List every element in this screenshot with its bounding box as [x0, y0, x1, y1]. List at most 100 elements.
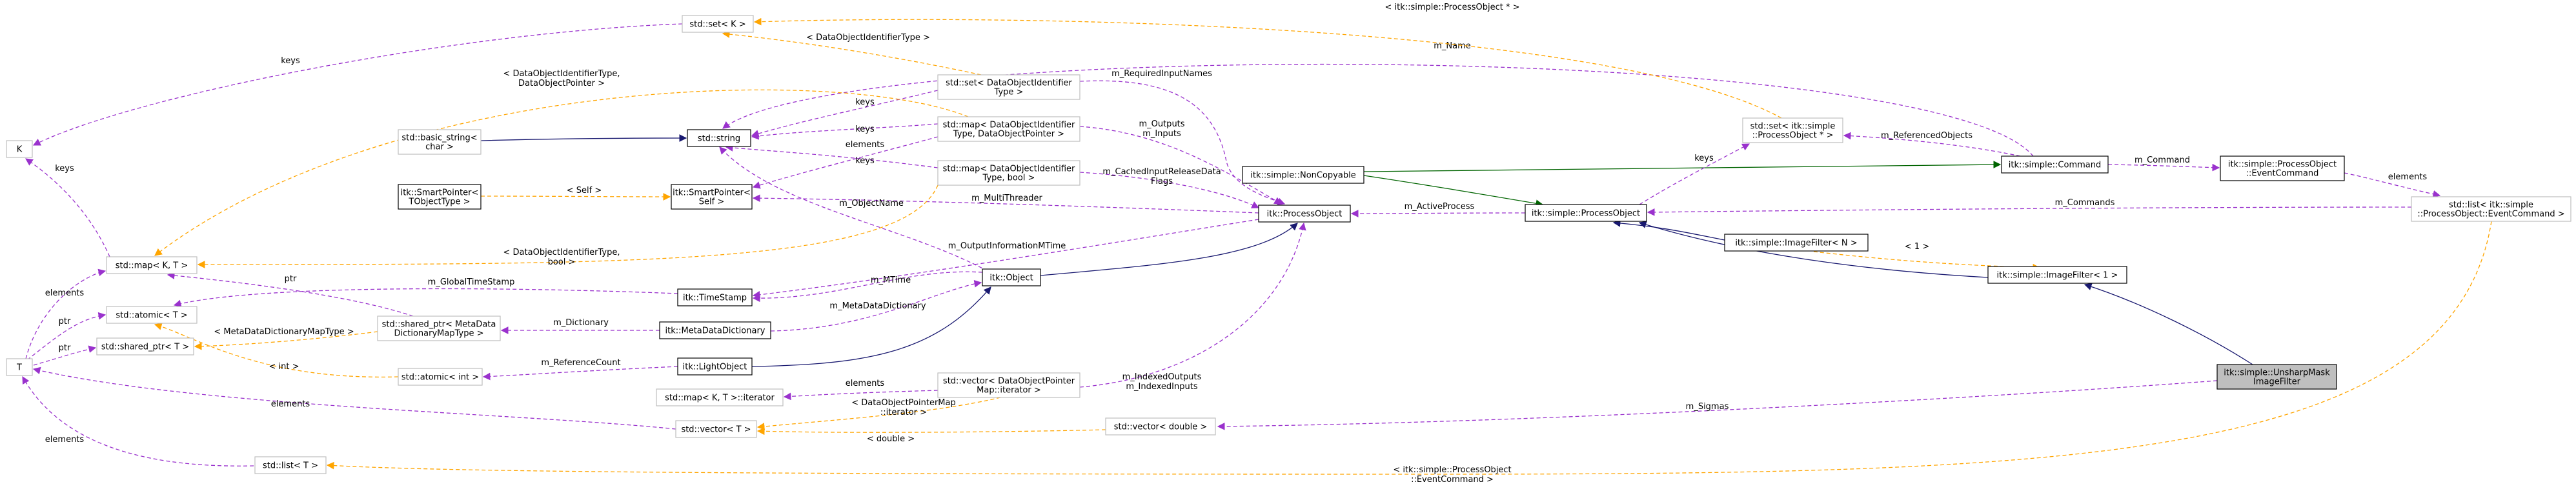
edge-usage	[1647, 206, 2412, 216]
class-node-box	[937, 372, 1080, 398]
edge-label: m_IndexedOutputs	[1122, 372, 1202, 382]
class-node-imgfilter1[interactable]: itk::simple::ImageFilter< 1 >	[1987, 266, 2127, 284]
class-node-box	[6, 358, 33, 376]
class-node-listEvent: std::list< itk::simple::ProcessObject::E…	[2411, 196, 2571, 222]
edge-usage	[752, 271, 983, 303]
edge-inherit	[1638, 221, 1989, 278]
class-node-string[interactable]: std::string	[687, 129, 751, 147]
class-node-label: itk::SmartPointer<	[401, 188, 479, 198]
class-node-box	[675, 420, 757, 438]
class-node-label: Type >	[994, 88, 1024, 97]
edge-usage	[1843, 132, 2021, 157]
edge-label: ptr	[59, 317, 71, 326]
class-node-spSelf[interactable]: itk::SmartPointer<Self >	[671, 184, 753, 210]
edge-label: < Self >	[567, 186, 602, 195]
class-node-label: std::map< DataObjectIdentifier	[943, 121, 1075, 130]
class-node-mapIter: std::map< K, T >::iterator	[656, 388, 784, 406]
class-node-label: itk::Object	[989, 274, 1033, 283]
class-node-label: itk::TimeStamp	[683, 294, 747, 303]
edge-usage	[752, 194, 1259, 214]
class-node-box	[2216, 364, 2337, 390]
edge-label: keys	[855, 125, 875, 134]
edge-label: < MetaDataDictionaryMapType >	[214, 327, 354, 337]
edge-label: m_CachedInputReleaseData	[1102, 167, 1221, 177]
edge-label: m_ReferenceCount	[541, 358, 620, 368]
class-node-metaDict[interactable]: itk::MetaDataDictionary	[659, 321, 771, 339]
class-node-box	[106, 256, 198, 274]
class-node-label: std::set< itk::simple	[1750, 122, 1836, 132]
edge-usage	[783, 390, 938, 401]
class-node-atomicInt: std::atomic< int >	[398, 368, 483, 386]
edge-usage	[751, 90, 938, 137]
class-node-label: T	[16, 363, 22, 373]
class-node-spo[interactable]: itk::simple::ProcessObject	[1525, 204, 1647, 222]
class-node-atomicT: std::atomic< T >	[106, 306, 198, 324]
edge-label: DataObjectPointer >	[518, 79, 605, 88]
class-node-label: itk::LightObject	[683, 363, 747, 372]
class-node-label: K	[17, 145, 23, 155]
class-node-setK: std::set< K >	[682, 15, 754, 33]
edge-usage	[752, 136, 938, 189]
class-node-label: itk::simple::NonCopyable	[1250, 171, 1355, 181]
edge-label: m_MetaDataDictionary	[829, 301, 926, 311]
class-node-vecT: std::vector< T >	[675, 420, 757, 438]
class-node-box	[1525, 204, 1647, 222]
edge-inherit	[1612, 219, 1725, 241]
class-node-box	[254, 456, 327, 474]
class-node-box	[937, 74, 1080, 100]
edge-template	[753, 17, 1782, 119]
class-node-label: std::list< T >	[263, 461, 318, 471]
edge-label: m_Name	[1434, 41, 1471, 51]
edge-label: < DataObjectIdentifierType,	[503, 69, 620, 79]
edge-template	[756, 427, 1106, 436]
edge-label: elements	[271, 399, 310, 409]
class-node-label: ::ProcessObject::EventCommand >	[2417, 210, 2564, 219]
class-node-spTemplate[interactable]: itk::SmartPointer<TObjectType >	[398, 184, 482, 210]
class-node-lightObj[interactable]: itk::LightObject	[677, 357, 753, 376]
class-node-imgfilterN[interactable]: itk::simple::ImageFilter< N >	[1724, 234, 1869, 252]
edge-label: m_ActiveProcess	[1405, 202, 1475, 212]
edge-label: ptr	[59, 343, 71, 353]
class-node-box	[1742, 117, 1843, 143]
edge-usage	[173, 288, 678, 308]
class-node-label: std::vector< double >	[1114, 423, 1207, 432]
class-node-T: T	[6, 358, 33, 376]
edge-label: < DataObjectPointerMap	[851, 398, 955, 408]
class-node-label: std::vector< DataObjectPointer	[943, 377, 1075, 386]
class-node-box	[982, 268, 1041, 286]
edge-usage	[33, 345, 97, 366]
class-node-label: std::set< K >	[689, 20, 745, 30]
edge-label: m_MultiThreader	[971, 194, 1042, 203]
class-node-label: char >	[425, 143, 454, 152]
class-node-label: itk::simple::ProcessObject	[1532, 209, 1640, 219]
class-node-itkPO[interactable]: itk::ProcessObject	[1258, 205, 1351, 223]
class-node-timestamp[interactable]: itk::TimeStamp	[677, 288, 753, 306]
class-node-box	[1258, 205, 1351, 223]
class-node-itkObject[interactable]: itk::Object	[982, 268, 1041, 286]
edge-usage	[1079, 222, 1306, 388]
edge-label: keys	[1694, 154, 1714, 163]
class-node-eventcmd[interactable]: itk::simple::ProcessObject::EventCommand	[2220, 155, 2345, 181]
edge-label: m_Inputs	[1142, 129, 1181, 139]
class-node-command[interactable]: itk::simple::Command	[2001, 155, 2109, 174]
edge-inherit	[1040, 223, 1298, 276]
class-node-label: std::set< DataObjectIdentifier	[946, 79, 1072, 88]
edge-template	[722, 30, 982, 75]
edge-label: m_OutputInformationMTime	[948, 241, 1066, 251]
class-node-vecDouble: std::vector< double >	[1105, 417, 1216, 436]
edge-label: < itk::simple::ProcessObject	[1393, 465, 1511, 475]
class-node-label: std::basic_string<	[401, 134, 477, 143]
edge-label: < int >	[269, 362, 299, 372]
edge-usage	[2107, 163, 2220, 172]
class-node-noncopy[interactable]: itk::simple::NonCopyable	[1242, 166, 1364, 184]
class-node-box	[398, 184, 482, 210]
class-node-sharedMeta: std::shared_ptr< MetaDataDictionaryMapTy…	[377, 316, 501, 341]
class-node-label: itk::ProcessObject	[1267, 210, 1343, 219]
class-node-label: std::atomic< int >	[401, 373, 479, 383]
edge-label: m_GlobalTimeStamp	[428, 277, 515, 287]
class-node-box	[96, 337, 194, 356]
edge-label: m_IndexedInputs	[1126, 382, 1197, 392]
class-node-listT: std::list< T >	[254, 456, 327, 474]
class-node-box	[2001, 155, 2109, 174]
